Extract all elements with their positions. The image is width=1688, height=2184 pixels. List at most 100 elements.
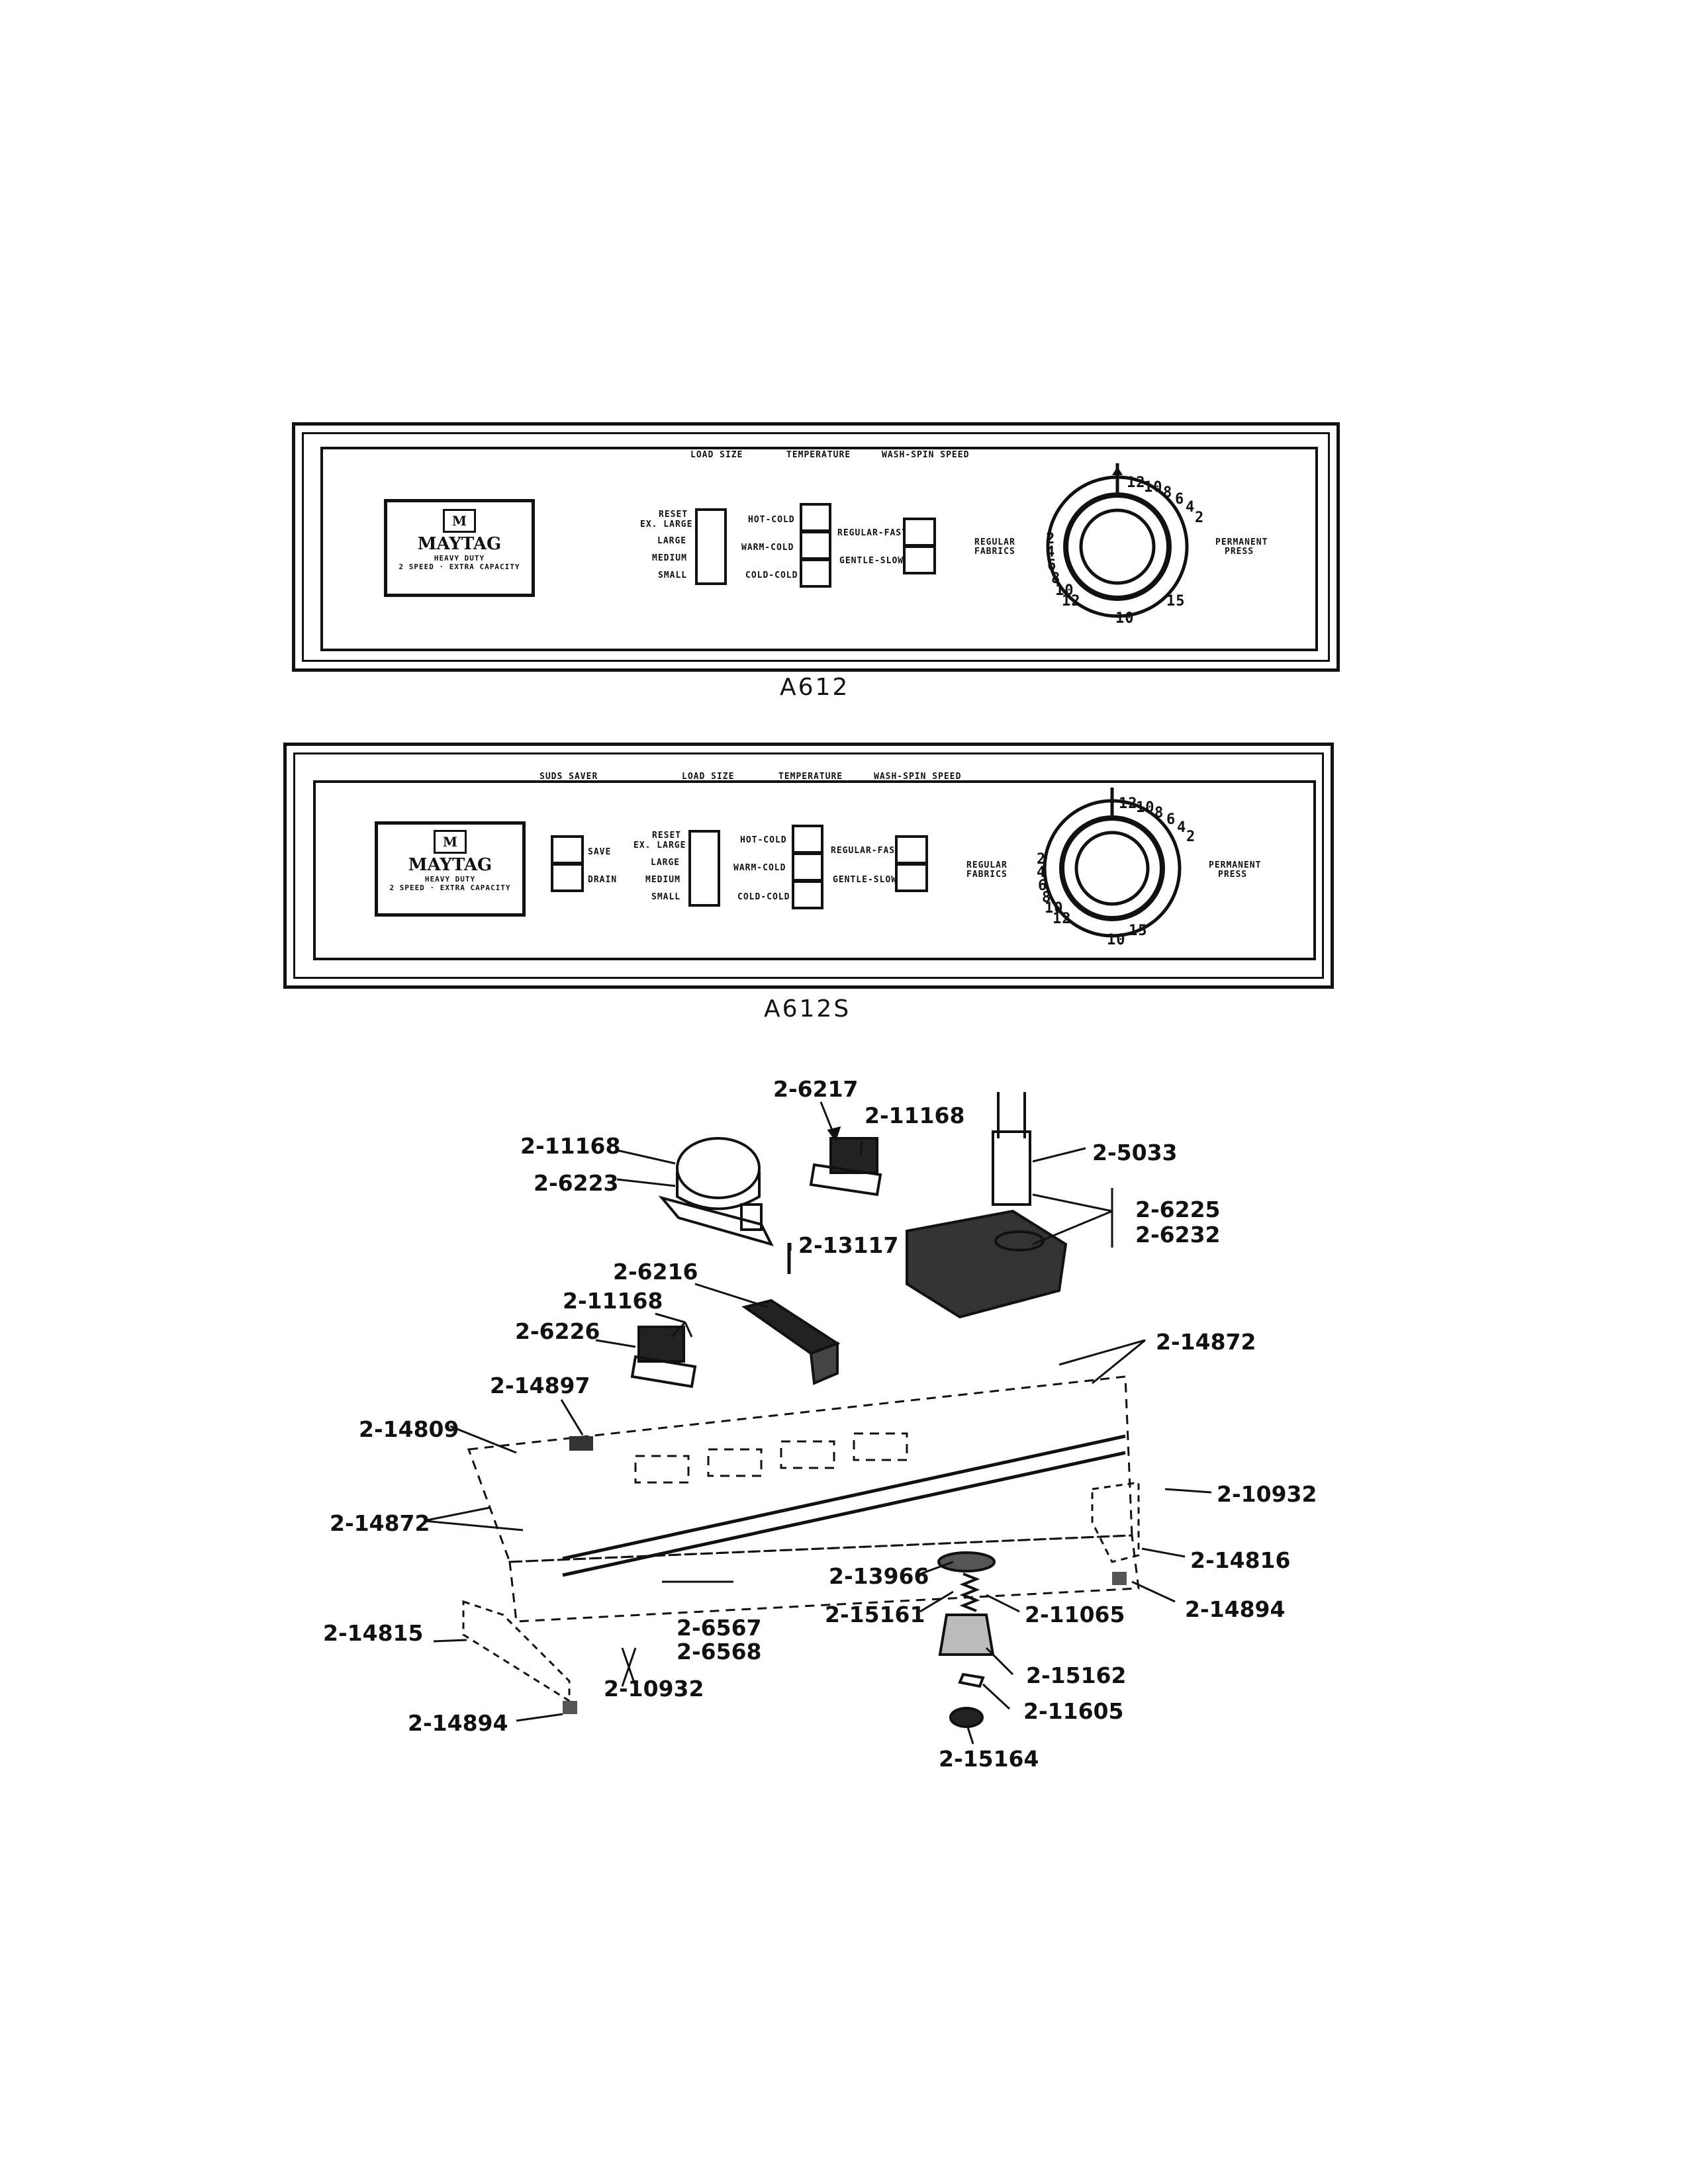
dial-a612s-num-10: 10 — [1136, 799, 1155, 816]
frame-edge — [562, 1434, 1126, 1561]
maytag-logo-panel: M MAYTAG HEAVY DUTY 2 SPEED · EXTRA CAPA… — [384, 499, 535, 597]
temp-warm-cold-label: WARM-COLD — [741, 543, 794, 553]
dial-a612s-left-8: 8 — [1042, 889, 1052, 906]
dial-left-label-1: REGULAR — [974, 537, 1015, 547]
callout-2-14897: 2-14897 — [490, 1373, 590, 1398]
load-small-label: SMALL — [651, 892, 681, 902]
logo-line-1: HEAVY DUTY — [434, 554, 485, 563]
temp-cold-cold-label: COLD-COLD — [737, 892, 790, 902]
speed-regular-fast-button[interactable] — [895, 835, 928, 864]
callout-2-14815: 2-14815 — [323, 1620, 424, 1646]
temp-warm-cold-label: WARM-COLD — [733, 863, 786, 873]
dial-a612s-bottom-10: 10 — [1107, 932, 1126, 948]
callout-2-6226: 2-6226 — [515, 1318, 600, 1344]
dial-a612s-num-4: 4 — [1177, 819, 1187, 836]
bracket-14897 — [569, 1436, 593, 1451]
dial-right-label-2: PRESS — [1218, 870, 1248, 880]
switch-6217 — [809, 1137, 882, 1197]
load-small-label: SMALL — [658, 570, 688, 580]
callout-2-6567: 2-6567 — [677, 1615, 762, 1641]
callout-2-14894: 2-14894 — [1185, 1596, 1286, 1622]
dial-a612s-left-4: 4 — [1037, 864, 1047, 881]
dial-a612-left-10: 10 — [1055, 582, 1074, 599]
switch-6226 — [630, 1326, 697, 1388]
dial-a612-num-12: 12 — [1127, 475, 1146, 491]
callout-2-11065: 2-11065 — [1025, 1602, 1125, 1627]
callout-2-11168: 2-11168 — [563, 1288, 663, 1314]
header-wash-spin-speed: WASH-SPIN SPEED — [874, 772, 962, 782]
speed-gentle-slow-button[interactable] — [895, 863, 928, 892]
speed-gentle-slow-button[interactable] — [903, 545, 936, 574]
speed-gentle-slow-label: GENTLE-SLOW — [839, 556, 904, 566]
dial-a612s-left-12: 12 — [1053, 911, 1072, 927]
dial-right-label-2: PRESS — [1225, 547, 1254, 557]
callout-2-11605: 2-11605 — [1023, 1698, 1124, 1724]
temp-cold-cold-button[interactable] — [792, 880, 823, 909]
load-size-slider[interactable] — [695, 508, 727, 585]
callout-2-14872: 2-14872 — [1156, 1329, 1256, 1355]
model-label-a612: A612 — [780, 674, 850, 701]
maytag-emblem-icon: M — [443, 509, 476, 533]
load-size-slider[interactable] — [688, 830, 720, 907]
suds-drain-button[interactable] — [551, 863, 584, 892]
leader-lines — [423, 1101, 1212, 1745]
dial-a612-left-6: 6 — [1047, 557, 1057, 574]
callout-2-6216: 2-6216 — [613, 1259, 698, 1285]
maytag-logo-panel: M MAYTAG HEAVY DUTY 2 SPEED · EXTRA CAPA… — [375, 821, 526, 917]
timer-assembly-6225 — [906, 1092, 1068, 1319]
clip-14894-right — [1112, 1572, 1127, 1585]
logo-line-2: 2 SPEED · EXTRA CAPACITY — [389, 884, 511, 892]
load-exlarge-label: EX. LARGE — [640, 520, 693, 529]
speed-gentle-slow-label: GENTLE-SLOW — [833, 875, 898, 885]
temp-hot-cold-label: HOT-COLD — [740, 835, 787, 845]
dial-a612-left-8: 8 — [1051, 570, 1061, 587]
load-medium-label: MEDIUM — [652, 553, 687, 563]
temp-hot-cold-button[interactable] — [792, 825, 823, 854]
dial-left-label-1: REGULAR — [966, 860, 1008, 870]
panel-rim — [302, 432, 1330, 662]
callout-2-6223: 2-6223 — [534, 1170, 619, 1196]
callout-2-6232: 2-6232 — [1135, 1222, 1221, 1248]
callout-2-6225: 2-6225 — [1135, 1197, 1221, 1222]
callout-2-13117: 2-13117 — [798, 1232, 899, 1258]
speed-regular-fast-label: REGULAR-FAST — [837, 528, 908, 538]
dial-a612s-left-2: 2 — [1037, 851, 1047, 868]
dial-a612s-left-6: 6 — [1038, 878, 1048, 894]
callout-2-11168: 2-11168 — [865, 1103, 965, 1128]
dial-a612s-num-6: 6 — [1166, 811, 1176, 828]
suds-save-button[interactable] — [551, 835, 584, 864]
dial-a612s-num-12: 12 — [1119, 796, 1138, 812]
speed-regular-fast-label: REGULAR-FAST — [831, 846, 901, 856]
dial-right-label-1: PERMANENT — [1215, 537, 1268, 547]
panel-rim — [293, 752, 1324, 979]
control-panel-frame — [467, 1375, 1140, 1623]
dial-a612-num-10: 10 — [1144, 479, 1163, 496]
dial-right-label-1: PERMANENT — [1209, 860, 1262, 870]
leveling-leg-assembly — [937, 1551, 996, 1728]
callout-2-13966: 2-13966 — [829, 1563, 929, 1589]
callout-2-6217: 2-6217 — [773, 1076, 859, 1102]
dial-a612s-num-2: 2 — [1186, 829, 1196, 845]
callout-2-6568: 2-6568 — [677, 1639, 762, 1664]
load-reset-label: RESET — [652, 831, 682, 841]
dial-a612-num-2: 2 — [1195, 510, 1205, 526]
temp-cold-cold-label: COLD-COLD — [745, 570, 798, 580]
load-reset-label: RESET — [659, 510, 688, 520]
timer-dial-a612[interactable] — [1046, 463, 1189, 618]
callout-2-11168: 2-11168 — [520, 1133, 621, 1159]
temp-cold-cold-button[interactable] — [800, 559, 831, 588]
dial-a612-left-2: 2 — [1046, 531, 1056, 547]
timer-dial-a612s[interactable] — [1043, 788, 1182, 938]
dial-a612-left-12: 12 — [1062, 593, 1081, 610]
side-bracket-14816 — [1091, 1481, 1140, 1563]
dial-left-label-2: FABRICS — [974, 547, 1015, 557]
callout-2-10932: 2-10932 — [1217, 1481, 1317, 1507]
callout-2-14894: 2-14894 — [408, 1710, 508, 1736]
dial-a612s-left-10: 10 — [1045, 900, 1064, 917]
header-load-size: LOAD SIZE — [682, 772, 735, 782]
header-temperature: TEMPERATURE — [786, 450, 851, 460]
frame-edge — [562, 1451, 1126, 1577]
temp-hot-cold-button[interactable] — [800, 503, 831, 532]
load-large-label: LARGE — [651, 858, 680, 868]
